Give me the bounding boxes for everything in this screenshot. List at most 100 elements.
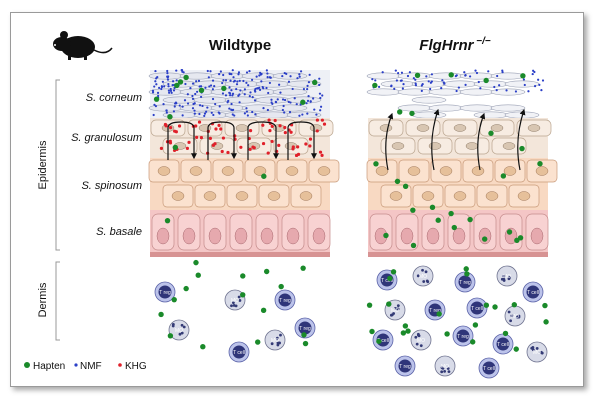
spinous-nucleus (375, 166, 389, 176)
hapten-dot (376, 338, 382, 344)
mouse-icon (53, 31, 113, 60)
cell-label: T cell (377, 338, 389, 344)
nmf-dot (204, 86, 207, 89)
nmf-dot (307, 81, 311, 84)
cell-granule (421, 268, 424, 272)
nmf-dot (228, 86, 231, 89)
nmf-dot (245, 71, 249, 74)
nmf-dot (199, 85, 203, 88)
nmf-dot (283, 98, 287, 102)
layer-label-basale: S. basale (96, 226, 142, 238)
legend-khg-label: KHG (125, 361, 147, 372)
nmf-dot (197, 79, 201, 82)
nmf-dot (154, 80, 157, 83)
nmf-dot (186, 102, 190, 105)
cell-granule (182, 325, 186, 329)
nmf-dot (377, 85, 381, 88)
cell-nucleus (278, 293, 292, 307)
cell-granule (416, 274, 420, 278)
nmf-dot (487, 70, 490, 73)
cell-granule (232, 301, 235, 305)
knockout-header: FlgHrnr −/− (419, 36, 491, 54)
basal-nucleus (156, 227, 170, 245)
nmf-dot (312, 97, 315, 100)
hapten-dot (301, 332, 307, 338)
hapten-dot (171, 296, 177, 303)
spinous-nucleus (157, 166, 171, 176)
nmf-dot (243, 93, 246, 96)
cell-nucleus (456, 329, 470, 343)
nmf-dot (237, 71, 241, 74)
corneocyte (210, 72, 246, 80)
khg-granule (214, 127, 218, 131)
nmf-dot (255, 75, 258, 78)
corneocyte (179, 104, 215, 112)
nmf-dot (427, 80, 430, 83)
nmf-dot (318, 83, 321, 87)
nmf-dot (218, 73, 221, 76)
nmf-dot (269, 76, 272, 79)
nmf-dot (178, 104, 181, 107)
nmf-dot (238, 101, 241, 104)
nmf-dot (167, 82, 170, 86)
cell-granule (237, 295, 241, 299)
nmf-dot (523, 83, 526, 87)
cell-granule (535, 347, 539, 350)
khg-granule (221, 136, 226, 140)
nmf-dot (420, 89, 423, 93)
nmf-dot (276, 98, 279, 101)
nmf-dot (158, 86, 161, 89)
cell-granule (507, 277, 511, 281)
granular-nucleus (490, 124, 504, 132)
wildtype-panel (148, 68, 340, 257)
corneocyte (148, 72, 184, 80)
nmf-dot (226, 101, 229, 104)
nmf-dot (238, 93, 241, 96)
nmf-dot (167, 85, 170, 88)
nmf-dot (233, 114, 236, 117)
corneocyte (224, 96, 260, 104)
nmf-dot (455, 89, 458, 93)
nmf-dot (430, 73, 434, 76)
hapten-dot (429, 204, 436, 211)
khg-granule (248, 147, 252, 151)
khg-granule (308, 144, 312, 148)
nmf-dot (306, 99, 310, 103)
nmf-dot (496, 74, 499, 78)
nmf-dot (281, 74, 284, 78)
cell-granule (530, 346, 534, 350)
nmf-dot (175, 79, 178, 82)
nmf-dot (242, 79, 245, 83)
hapten-dot (390, 269, 397, 275)
nmf-dot (235, 83, 239, 86)
nmf-dot (289, 75, 292, 78)
nmf-dot (173, 105, 176, 108)
nmf-dot (206, 106, 209, 109)
nmf-dot (395, 79, 398, 82)
nmf-dot (463, 71, 466, 74)
nmf-dot (464, 74, 467, 77)
epidermis-label: Epidermis (37, 140, 49, 189)
nmf-dot (246, 114, 249, 117)
nmf-dot (172, 89, 176, 92)
nmf-dot (211, 79, 215, 82)
nmf-dot (201, 104, 204, 108)
hapten-dot (300, 265, 306, 271)
hapten-dot (195, 272, 201, 278)
nmf-dot (166, 69, 169, 73)
nmf-dot (154, 105, 158, 108)
hapten-dot (448, 210, 454, 217)
spinous-nucleus (203, 191, 217, 201)
nmf-dot (265, 86, 268, 90)
hapten-dot (542, 302, 548, 309)
cell-granule (270, 342, 274, 346)
nmf-dot (298, 73, 301, 76)
nmf-dot (231, 92, 235, 95)
hapten-dot (193, 259, 199, 266)
khg-granule (169, 126, 173, 130)
khg-granule (261, 123, 265, 127)
hapten-dot (506, 229, 513, 235)
hapten-dot (372, 82, 378, 89)
nmf-dot (537, 78, 540, 81)
